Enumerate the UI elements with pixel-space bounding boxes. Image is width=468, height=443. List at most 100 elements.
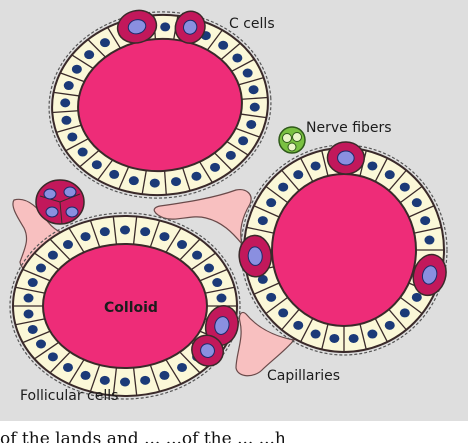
follicular-cell-nucleus [159,232,170,242]
c-cell-nucleus [247,246,263,266]
cell-border [199,268,228,282]
cell-border [71,54,94,69]
follicular-cell-nucleus [177,362,188,372]
follicular-cell-nucleus [191,171,202,181]
c-cell-nucleus [183,19,198,35]
follicular-cell-nucleus [238,136,249,146]
c-cell-nucleus [127,19,147,35]
follicular-cell-nucleus [23,293,34,303]
cell-border [22,268,51,282]
follicular-cell-nucleus [60,98,71,108]
follicular-cell-nucleus [177,240,188,250]
follicular-cell-nucleus [62,362,73,372]
c-cell-cluster [35,179,85,225]
follicular-cell-nucleus [249,102,260,112]
cell-border [241,96,268,100]
follicular-cell-nucleus [246,119,257,129]
follicle [9,212,241,400]
cell-border [68,359,85,385]
cell-border [34,341,60,360]
follicular-cell-nucleus [61,115,72,125]
cell-border [321,323,329,350]
follicular-cell-nucleus [225,150,236,160]
cell-border [253,282,280,295]
label-follicular-cells: Follicular cells [20,388,118,404]
cell-border [205,286,235,294]
cell-border [281,308,300,331]
follicular-cell-nucleus [140,227,151,237]
c-cell-nucleus [214,316,230,335]
cell-border [79,150,100,168]
follicular-cell-nucleus [278,182,289,192]
cell-border [408,205,435,218]
follicular-cell-nucleus [77,147,88,157]
cell-border [238,77,264,86]
follicular-cell-nucleus [310,329,321,339]
follicular-cell-nucleus [411,198,422,208]
basement-membrane [48,11,272,199]
nerve-fiber [292,132,302,142]
cell-border [220,42,241,60]
cell-border [118,166,130,190]
follicular-cell-nucleus [278,308,289,318]
cell-border [15,318,45,326]
follicular-cell-nucleus [149,178,160,188]
cell-border [199,161,213,183]
c-cell-nucleus [43,188,57,200]
follicular-cell-nucleus [99,375,110,385]
follicular-cell-nucleus [35,263,46,273]
cell-border [165,227,182,253]
follicular-cell-nucleus [384,320,395,330]
follicular-cell-nucleus [99,38,110,48]
follicle [238,141,448,356]
follicles-group [9,9,448,400]
follicular-cell-nucleus [216,293,227,303]
follicular-cell-nucleus [232,53,243,63]
follicular-cell-nucleus [80,232,91,242]
follicular-cell-nucleus [411,292,422,302]
label-capillaries: Capillaries [267,368,340,384]
cell-border [49,351,71,374]
follicular-cell-nucleus [47,250,58,260]
cell-border [388,169,407,192]
cell-border [300,157,314,182]
cell-border [56,124,82,133]
follicular-cell-nucleus [27,278,38,288]
cell-border [359,323,367,350]
follicular-cell-nucleus [293,320,304,330]
caption-fragment: of the lands and ... ...of the ... ...h [0,429,286,443]
follicular-cell-nucleus [71,64,82,74]
follicular-cell-nucleus [248,85,259,95]
cell-border [265,296,289,315]
follicular-cell-nucleus [218,40,229,50]
cell-border [89,364,101,392]
cell-border [132,367,138,396]
nerve-fiber [287,142,297,152]
follicular-cell-nucleus [35,339,46,349]
cell-border [65,138,89,152]
follicular-cell-nucleus [192,250,203,260]
cell-border [112,367,118,396]
cell-border [179,238,201,261]
label-colloid: Colloid [104,300,158,316]
cell-border [388,308,407,331]
cell-border [165,359,182,385]
follicular-cell-nucleus [109,169,120,179]
c-cell-nucleus [337,150,355,166]
cell-border [132,216,138,245]
follicular-cell-nucleus [91,160,102,170]
follicular-cell-nucleus [120,377,130,387]
cell-border [22,330,51,344]
follicular-cell-nucleus [140,375,151,385]
cell-border [265,185,289,204]
follicular-cell-nucleus [23,309,34,319]
cell-border [214,152,233,171]
follicular-cell-nucleus [399,308,410,318]
cell-border [253,205,280,218]
follicular-cell-nucleus [67,132,78,142]
cell-border [89,220,101,248]
cell-border [49,238,71,261]
cell-border [190,252,216,271]
cell-border [15,286,45,294]
c-cell-nucleus [65,206,79,218]
